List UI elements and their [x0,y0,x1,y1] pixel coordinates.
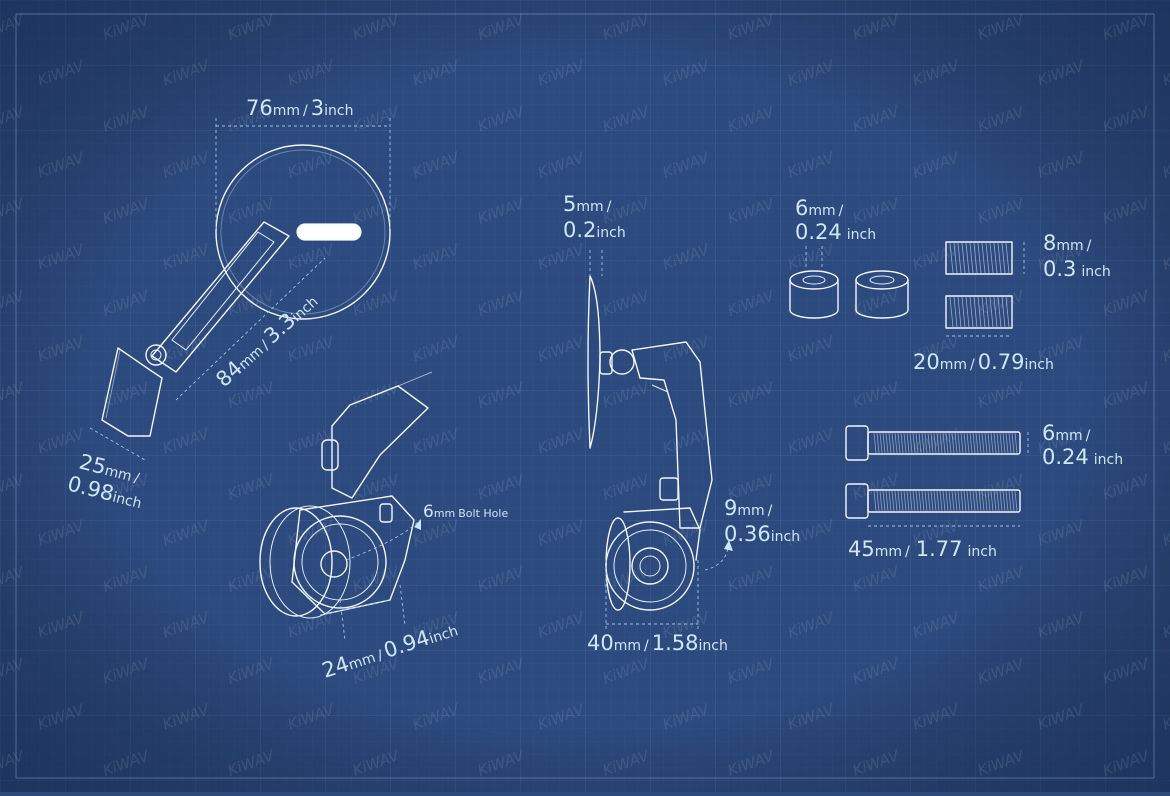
side-view-dimension-lines [589,250,733,632]
watermark-text: KiWAV [1160,332,1170,366]
watermark-text: KiWAV [1160,240,1170,274]
watermark-text: KiWAV [1160,516,1170,550]
frame [15,13,1155,779]
side-gap-label: 9mm/ 0.36inch [724,496,800,546]
spacer-left [789,270,839,319]
threaded-insert-top [945,241,1013,275]
mirror-side-view [587,275,713,611]
side-width-label: 40mm/1.58inch [587,631,728,655]
watermark-text: KiWAV [1160,56,1170,90]
clamp-closeup [259,371,433,619]
threaded-insert-bottom [945,295,1013,329]
mirror-thickness-label: 5mm/ 0.2inch [563,192,626,242]
bolt-hole-arrow [414,519,421,530]
clamp-dimension-lines [319,519,421,641]
watermark-text: KiWAV [1160,608,1170,642]
clamp-width-label: 25mm/ 0.98inch [65,448,150,513]
insert-length-label: 20mm/0.79inch [913,350,1054,374]
side-gap-arrow [724,540,733,551]
spacers [789,246,909,319]
mirror-front-view [101,144,391,437]
watermark-text: KiWAV [1160,424,1170,458]
bolt-top [845,425,1021,461]
spacer-right [855,270,909,319]
mirror-width-label: 76mm/3inch [246,96,353,120]
bolts [845,425,1029,527]
bolt-bottom [845,483,1021,519]
threaded-inserts [945,241,1025,337]
front-view-dimension-lines [89,118,391,461]
watermark-text: KiWAV [1160,148,1170,182]
watermark-text: KiWAV [1160,700,1170,734]
